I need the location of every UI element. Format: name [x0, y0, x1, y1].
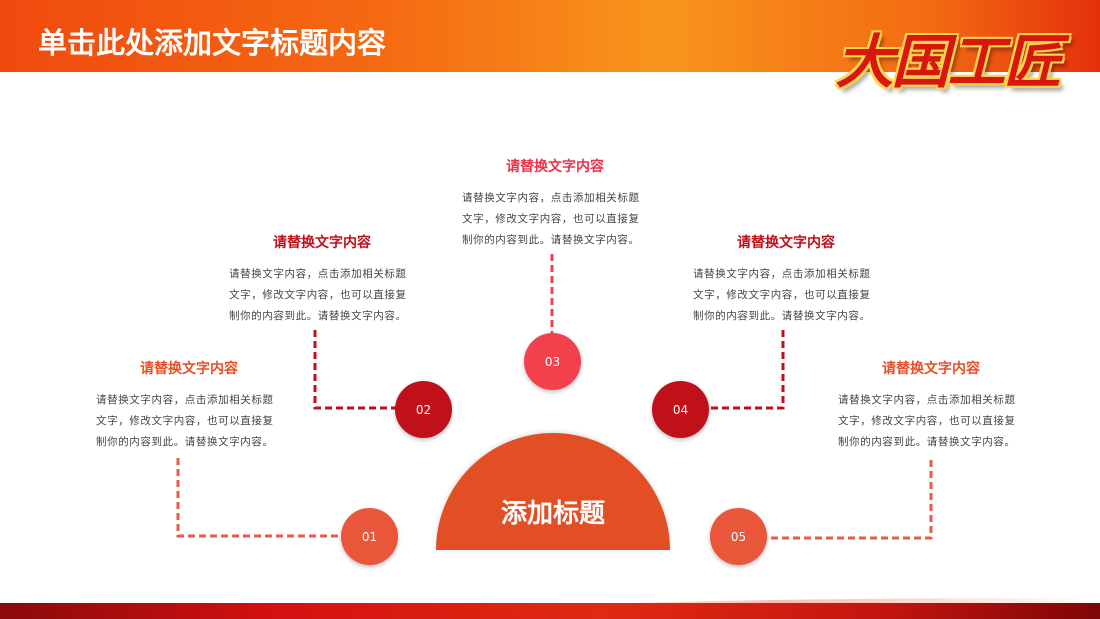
header-bar [0, 0, 1100, 72]
block-title: 请替换文字内容 [882, 361, 980, 377]
block-line: 文字，修改文字内容，也可以直接复 [229, 289, 407, 301]
block-line: 制你的内容到此。请替换文字内容。 [838, 436, 1016, 448]
connector-line-02 [313, 330, 396, 410]
block-body: 请替换文字内容，点击添加相关标题 文字，修改文字内容，也可以直接复 制你的内容到… [462, 188, 662, 251]
block-body: 请替换文字内容，点击添加相关标题 文字，修改文字内容，也可以直接复 制你的内容到… [229, 264, 429, 327]
block-title: 请替换文字内容 [273, 235, 371, 251]
text-block-01: 请替换文字内容 请替换文字内容，点击添加相关标题 文字，修改文字内容，也可以直接… [96, 358, 296, 453]
page-title: 单击此处添加文字标题内容 [38, 26, 387, 60]
step-circle-02: 02 [395, 381, 452, 438]
connector-line-04 [708, 330, 785, 410]
step-circle-01: 01 [341, 508, 398, 565]
block-line: 请替换文字内容，点击添加相关标题 [693, 268, 871, 280]
center-title: 添加标题 [500, 499, 605, 529]
block-title: 请替换文字内容 [140, 361, 238, 377]
text-block-04: 请替换文字内容 请替换文字内容，点击添加相关标题 文字，修改文字内容，也可以直接… [693, 232, 893, 327]
block-body: 请替换文字内容，点击添加相关标题 文字，修改文字内容，也可以直接复 制你的内容到… [96, 390, 296, 453]
block-line: 制你的内容到此。请替换文字内容。 [229, 310, 407, 322]
connector-line-01 [176, 458, 342, 538]
block-line: 请替换文字内容，点击添加相关标题 [96, 394, 274, 406]
footer-bar [0, 603, 1100, 619]
logo-text: 大国工匠 [835, 28, 1061, 96]
block-title: 请替换文字内容 [506, 159, 604, 175]
text-block-03: 请替换文字内容 请替换文字内容，点击添加相关标题 文字，修改文字内容，也可以直接… [462, 156, 662, 251]
step-circle-04: 04 [652, 381, 709, 438]
step-circle-03: 03 [524, 333, 581, 390]
block-line: 文字，修改文字内容，也可以直接复 [838, 415, 1016, 427]
block-line: 文字，修改文字内容，也可以直接复 [462, 213, 640, 225]
text-block-05: 请替换文字内容 请替换文字内容，点击添加相关标题 文字，修改文字内容，也可以直接… [838, 358, 1038, 453]
block-line: 制你的内容到此。请替换文字内容。 [693, 310, 871, 322]
block-line: 请替换文字内容，点击添加相关标题 [838, 394, 1016, 406]
block-body: 请替换文字内容，点击添加相关标题 文字，修改文字内容，也可以直接复 制你的内容到… [693, 264, 893, 327]
block-line: 文字，修改文字内容，也可以直接复 [693, 289, 871, 301]
text-block-02: 请替换文字内容 请替换文字内容，点击添加相关标题 文字，修改文字内容，也可以直接… [229, 232, 429, 327]
block-title: 请替换文字内容 [737, 235, 835, 251]
block-line: 文字，修改文字内容，也可以直接复 [96, 415, 274, 427]
block-body: 请替换文字内容，点击添加相关标题 文字，修改文字内容，也可以直接复 制你的内容到… [838, 390, 1038, 453]
step-circle-05: 05 [710, 508, 767, 565]
block-line: 请替换文字内容，点击添加相关标题 [229, 268, 407, 280]
logo: 大国工匠 [820, 12, 1075, 102]
connector-line-05 [767, 460, 933, 540]
block-line: 制你的内容到此。请替换文字内容。 [462, 234, 640, 246]
block-line: 制你的内容到此。请替换文字内容。 [96, 436, 274, 448]
block-line: 请替换文字内容，点击添加相关标题 [462, 192, 640, 204]
